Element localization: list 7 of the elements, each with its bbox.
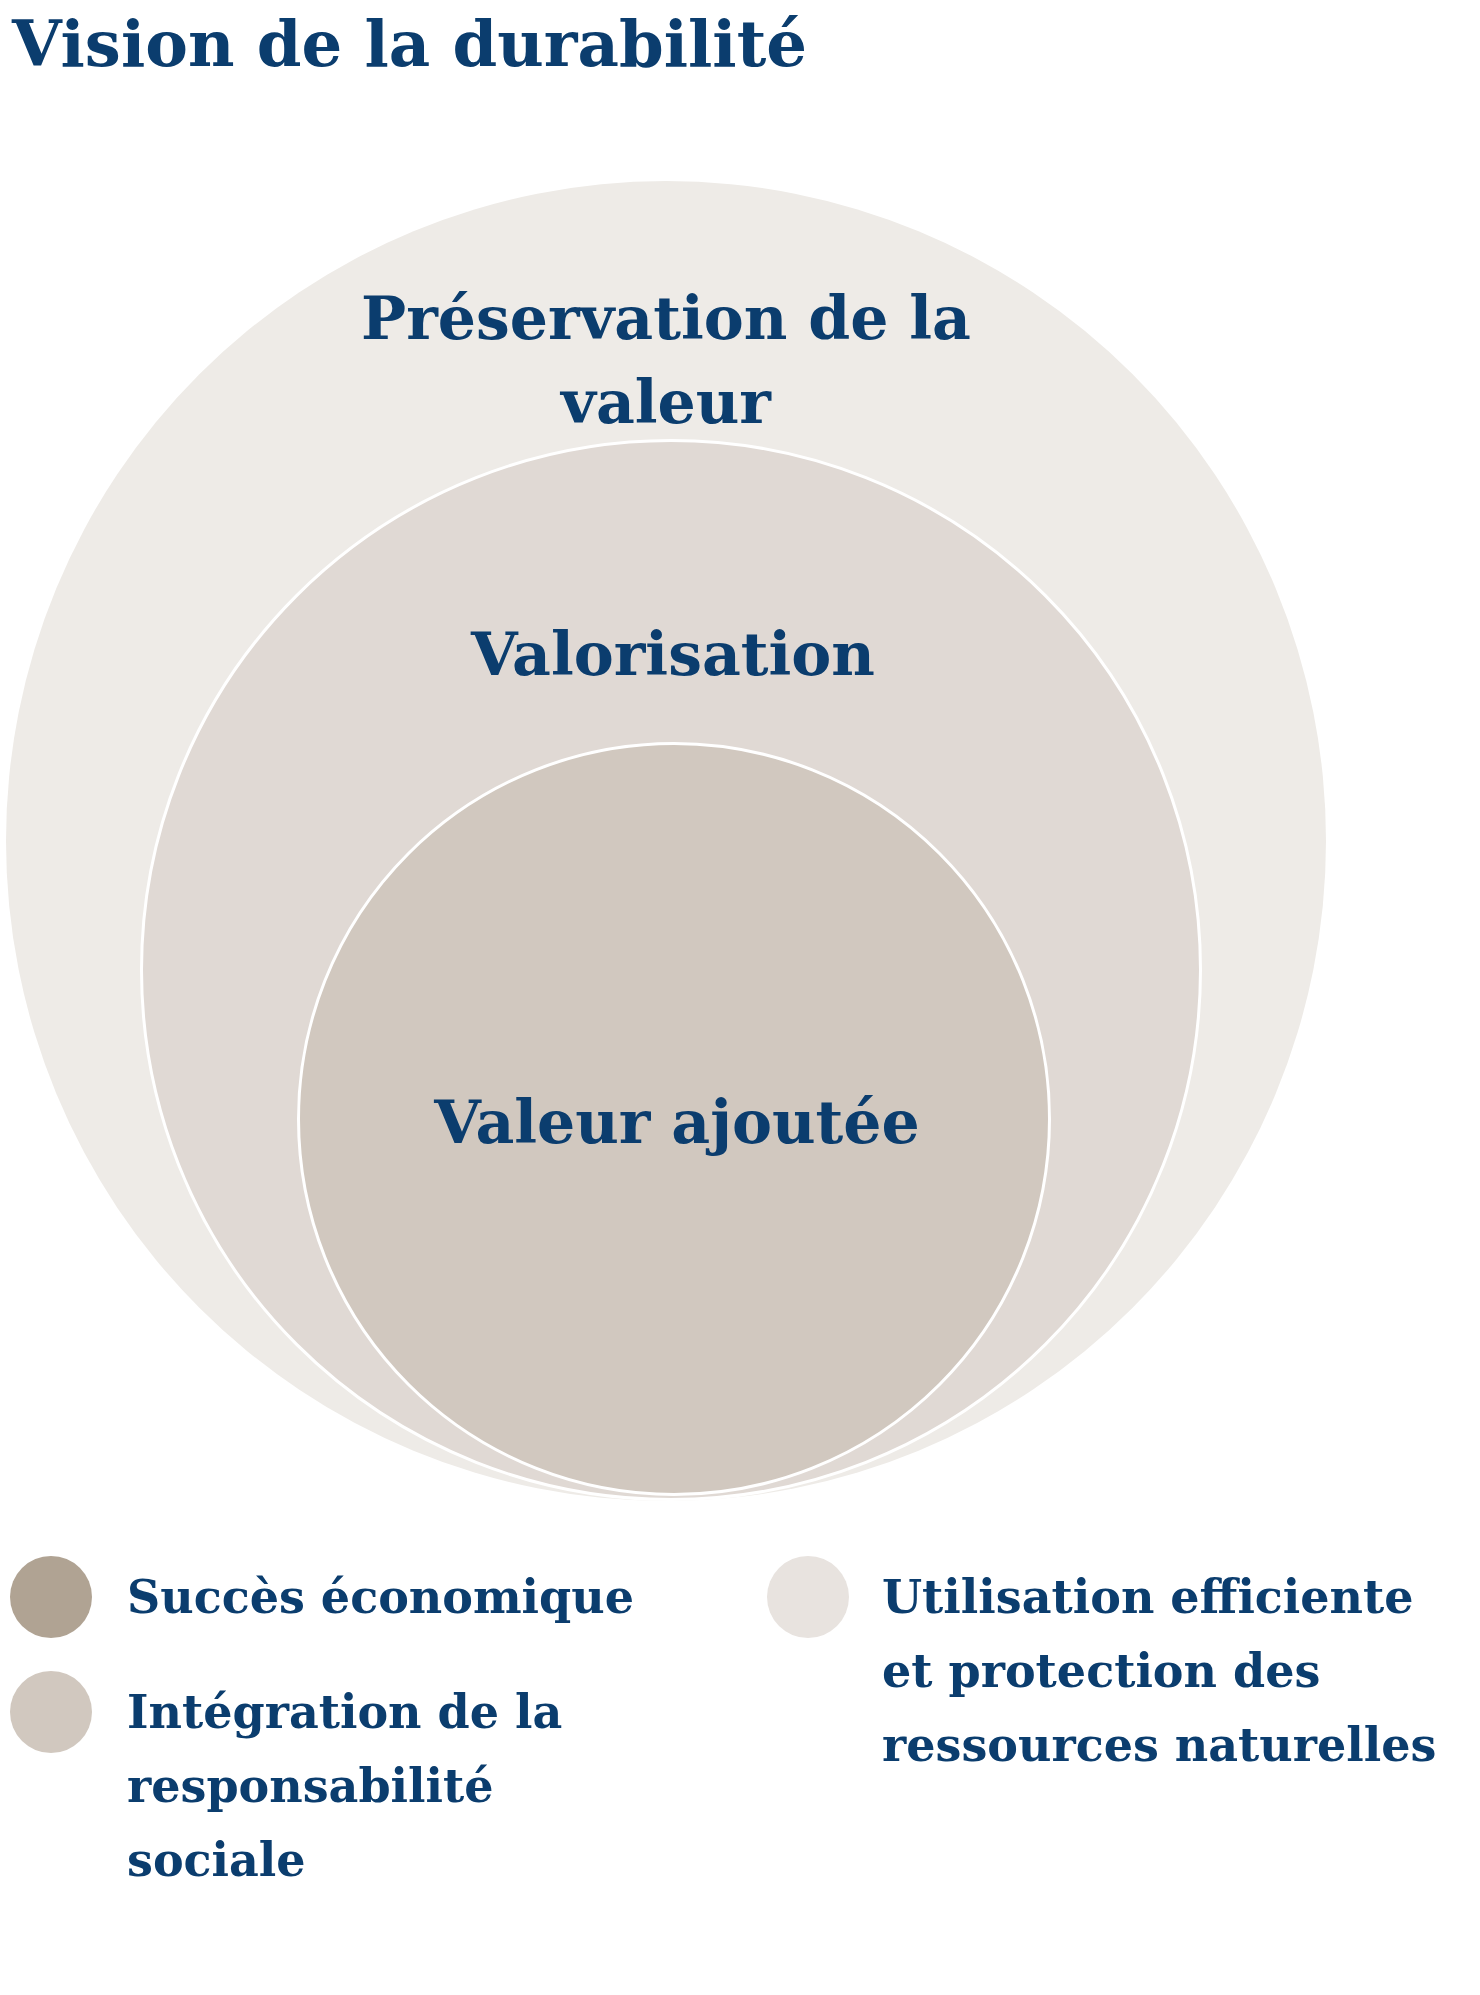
title: Vision de la durabilité [12, 6, 807, 81]
legend-text: Succès économique [127, 1569, 635, 1626]
circle-label: Valorisation [469, 618, 876, 691]
legend-text: Utilisation efficiente et protection des ressources naturelles [882, 1569, 1438, 1774]
circle-label: Valeur ajoutée [433, 1086, 921, 1159]
legend-text: Intégration de la responsabilité sociale [127, 1684, 564, 1889]
circle-label: Préservation de la valeur [360, 282, 972, 439]
